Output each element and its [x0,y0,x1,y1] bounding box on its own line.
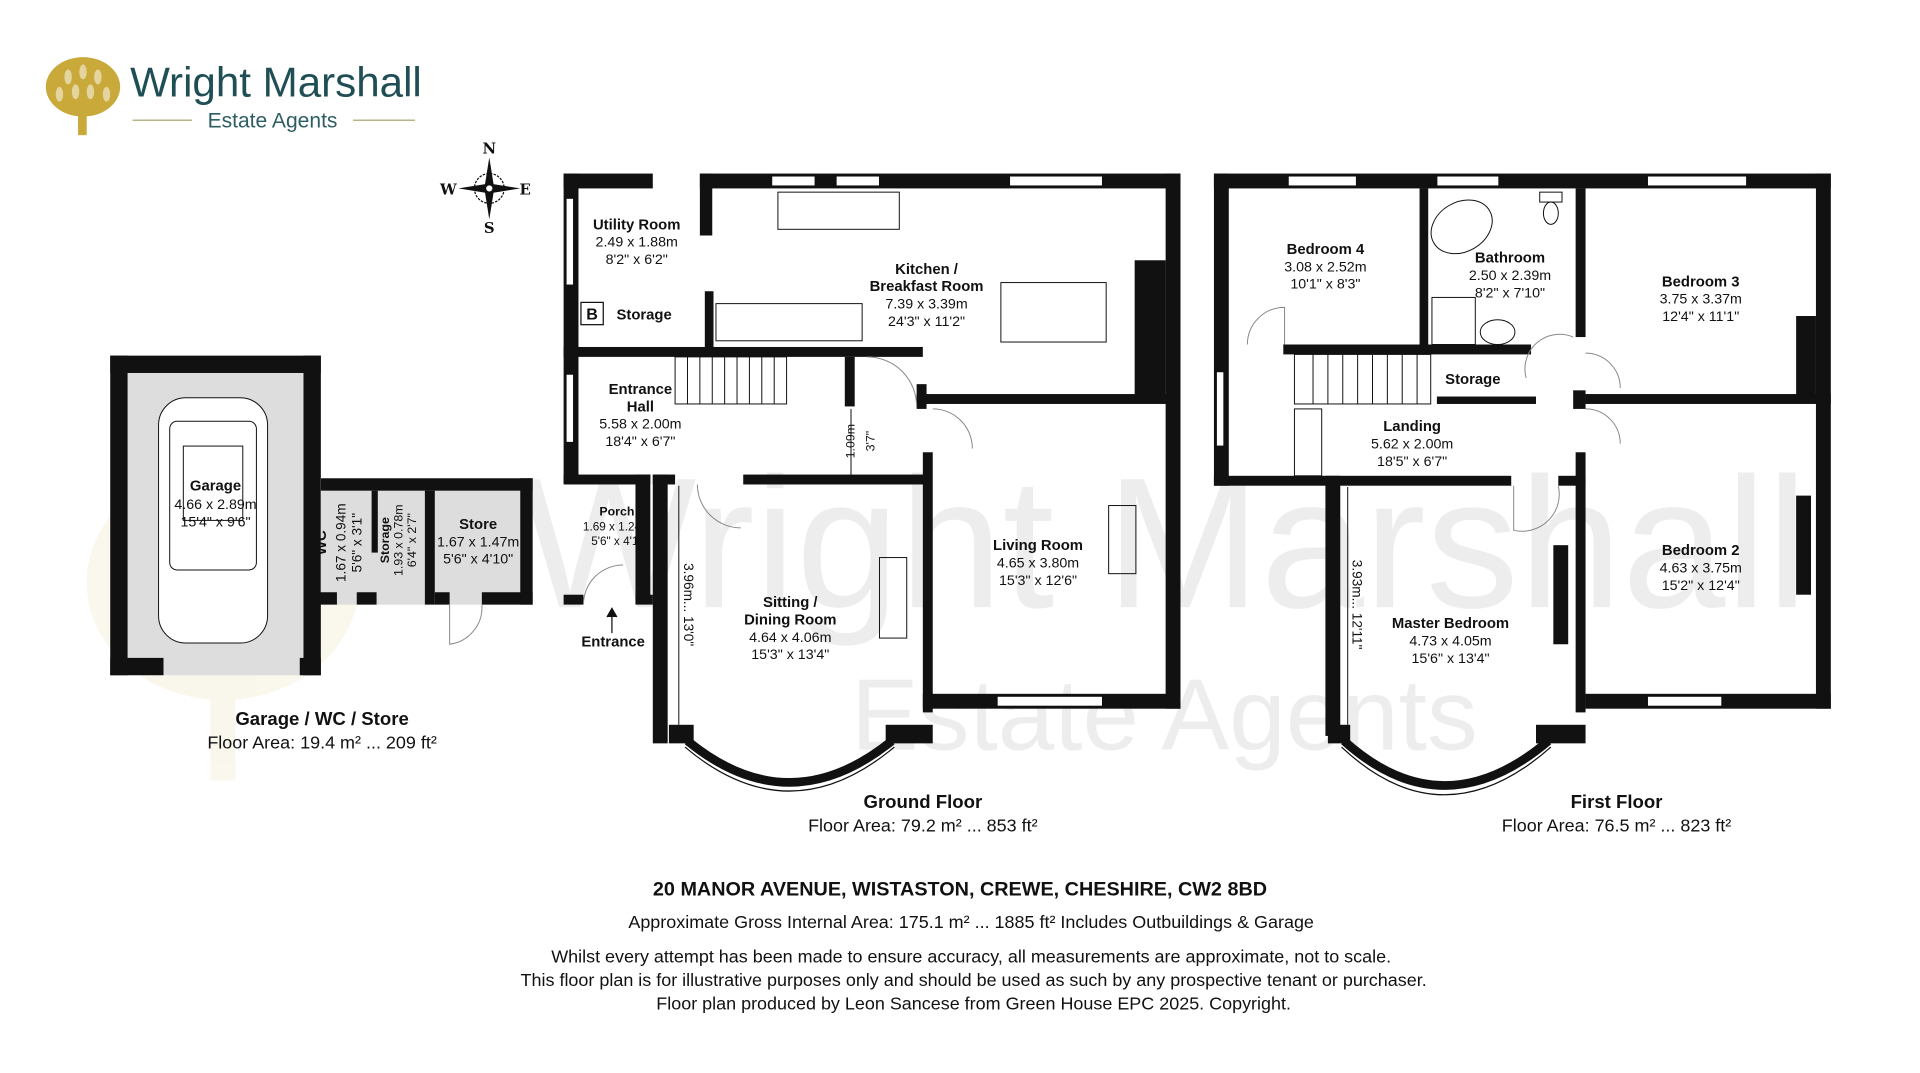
toilet-icon [1539,191,1563,225]
bed2-metric: 4.63 x 3.75m [1660,560,1742,576]
bed4-metric: 3.08 x 2.52m [1284,259,1366,275]
master-imperial: 15'6" x 13'4" [1411,651,1489,667]
garage-block-area: Floor Area: 19.4 m² ... 209 ft² [207,732,437,752]
master-length: 3.93m... 12'11" [1350,560,1365,650]
compass-e: E [520,181,531,199]
entrance-arrow-icon [606,607,618,634]
stairs [1293,353,1432,477]
car-icon [158,397,269,644]
tree-icon [45,57,121,136]
hall-width-imperial: 3'7" [864,431,878,452]
bed3-imperial: 12'4" x 11'1" [1662,309,1739,325]
storage-imperial: 6'4" x 2'7" [405,513,419,567]
bathroom-label: Bathroom [1475,251,1545,267]
ground-floor-area: Floor Area: 79.2 m² ... 853 ft² [808,815,1038,835]
hall-width-metric: 1.09m [844,424,858,458]
kitchen-label-2: Breakfast Room [870,279,984,295]
hall-imperial: 18'4" x 6'7" [605,434,675,450]
watermark-tagline: Estate Agents [851,658,1478,772]
utility-metric: 2.49 x 1.88m [596,235,678,251]
first-floor-area: Floor Area: 76.5 m² ... 823 ft² [1502,815,1732,835]
garage-label: Garage [190,479,241,495]
boiler-badge-label: B [586,306,598,324]
ground-floor-plan: B Storage Utility Room 2.49 x 1.88m 8'2"… [563,173,1181,835]
utility-label: Utility Room [593,217,681,233]
ground-floor-title: Ground Floor [864,791,983,812]
wc-label: WC [314,530,330,555]
sitting-label-2: Dining Room [744,612,836,628]
footer: 20 MANOR AVENUE, WISTASTON, CREWE, CHESH… [521,879,1427,1014]
entrance-label: Entrance [581,635,645,651]
living-imperial: 15'3" x 12'6" [999,573,1077,589]
master-metric: 4.73 x 4.05m [1409,634,1491,650]
sitting-imperial: 15'3" x 13'4" [751,647,829,663]
bathroom-metric: 2.50 x 2.39m [1469,268,1551,284]
porch-metric: 1.69 x 1.24m [583,520,651,533]
compass-n: N [482,140,496,158]
store-imperial: 5'6" x 4'10" [443,552,513,568]
bed4-imperial: 10'1" x 8'3" [1290,277,1360,293]
logo: Wright Marshall Estate Agents [45,57,422,136]
sitting-label-1: Sitting / [763,595,817,611]
bed2-imperial: 15'2" x 12'4" [1662,578,1740,594]
sink-icon [1479,319,1516,345]
bathroom-imperial: 8'2" x 7'10" [1475,285,1545,301]
disclaimer-line: This floor plan is for illustrative purp… [521,970,1427,990]
garage-block-title: Garage / WC / Store [235,708,408,729]
storage-metric: 1.93 x 0.78m [392,504,406,576]
garage-metric: 4.66 x 2.89m [174,497,256,513]
porch-imperial: 5'6" x 4'1" [591,535,642,548]
master-label: Master Bedroom [1392,616,1509,632]
utility-imperial: 8'2" x 6'2" [606,252,668,268]
kitchen-metric: 7.39 x 3.39m [885,297,967,313]
garage-block: Garage 4.66 x 2.89m 15'4" x 9'6" WC 1.67… [110,355,533,752]
hall-label-1: Entrance [609,382,673,398]
hall-label-2: Hall [627,399,654,415]
kitchen-label-1: Kitchen / [895,262,958,278]
wc-imperial: 5'6" x 3'1" [350,513,365,573]
watermark-name: Wright Marshall [521,440,1808,647]
sitting-metric: 4.64 x 4.06m [749,630,831,646]
bath-icon [1430,199,1493,255]
garage-imperial: 15'4" x 9'6" [180,515,250,531]
shower-icon [1431,296,1476,345]
ff-storage-label: Storage [1445,372,1500,388]
disclaimer-line: Whilst every attempt has been made to en… [551,947,1391,967]
porch-label: Porch [599,504,634,518]
logo-tagline: Estate Agents [208,110,338,133]
living-metric: 4.65 x 3.80m [997,555,1079,571]
store-label: Store [459,517,497,533]
compass-s: S [484,219,495,237]
gross-area: Approximate Gross Internal Area: 175.1 m… [628,912,1314,932]
bed3-metric: 3.75 x 3.37m [1660,292,1742,308]
first-floor-title: First Floor [1571,791,1663,812]
logo-name: Wright Marshall [130,59,422,106]
first-floor-plan: Bedroom 4 3.08 x 2.52m 10'1" x 8'3" Bath… [1213,173,1831,835]
living-label: Living Room [993,538,1083,554]
boiler-badge [580,301,604,326]
gf-storage-label: Storage [616,308,671,324]
disclaimer-line: Floor plan produced by Leon Sancese from… [656,994,1291,1014]
wc-metric: 1.67 x 0.94m [334,503,349,582]
stairs [674,356,788,405]
address: 20 MANOR AVENUE, WISTASTON, CREWE, CHESH… [653,879,1267,901]
hall-metric: 5.58 x 2.00m [599,417,681,433]
sitting-length: 3.96m... 13'0" [681,563,696,646]
bed2-label: Bedroom 2 [1662,543,1740,559]
landing-imperial: 18'5" x 6'7" [1377,454,1447,470]
compass-icon: N S W E [439,140,531,237]
store-metric: 1.67 x 1.47m [437,534,519,550]
bed3-label: Bedroom 3 [1662,274,1740,290]
kitchen-imperial: 24'3" x 11'2" [888,314,965,330]
compass-w: W [439,181,457,199]
storage-label: Storage [378,517,392,563]
landing-label: Landing [1383,419,1441,435]
landing-metric: 5.62 x 2.00m [1371,437,1453,453]
bed4-label: Bedroom 4 [1287,242,1365,258]
